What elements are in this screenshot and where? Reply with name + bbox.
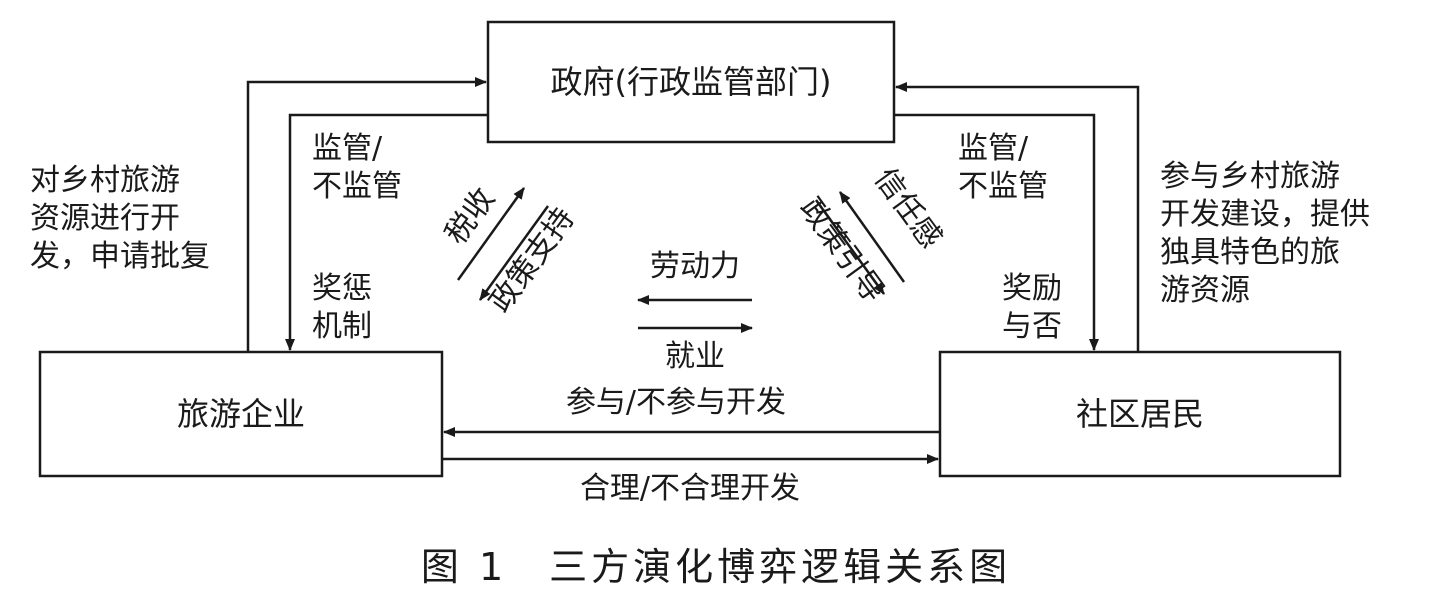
svg-text:参与乡村旅游: 参与乡村旅游 <box>1160 159 1340 194</box>
label-gov-supervision-left: 监管/ 不监管 <box>312 131 402 204</box>
arrow-government-to-residents <box>894 113 1099 351</box>
arrow-tax <box>456 187 526 281</box>
label-trust: 信任感 <box>867 162 948 255</box>
svg-text:资源进行开: 资源进行开 <box>30 201 180 236</box>
label-participation: 参与/不参与开发 <box>566 385 786 420</box>
label-employment: 就业 <box>665 339 725 374</box>
label-labor: 劳动力 <box>650 249 740 284</box>
label-policy-guidance: 政策引导 <box>792 192 891 310</box>
svg-text:奖励: 奖励 <box>1002 271 1062 306</box>
svg-text:发，申请批复: 发，申请批复 <box>30 239 210 274</box>
government-label: 政府(行政监管部门) <box>551 63 832 101</box>
label-reward-or-not: 奖励 与否 <box>1002 271 1062 344</box>
svg-text:不监管: 不监管 <box>312 169 402 204</box>
label-reward-punishment: 奖惩 机制 <box>312 271 372 344</box>
arrow-government-to-enterprise <box>285 113 488 351</box>
svg-text:对乡村旅游: 对乡村旅游 <box>30 163 180 198</box>
label-enterprise-to-government: 对乡村旅游 资源进行开 发，申请批复 <box>30 163 210 274</box>
svg-text:与否: 与否 <box>1002 309 1062 344</box>
svg-text:游资源: 游资源 <box>1160 273 1250 308</box>
svg-text:独具特色的旅: 独具特色的旅 <box>1160 235 1340 270</box>
svg-text:开发建设，提供: 开发建设，提供 <box>1160 197 1370 232</box>
label-gov-supervision-right: 监管/ 不监管 <box>958 131 1048 204</box>
svg-text:监管/: 监管/ <box>312 131 383 166</box>
arrow-policy-guidance <box>814 199 886 295</box>
svg-text:不监管: 不监管 <box>958 169 1048 204</box>
label-policy-support: 政策支持 <box>483 202 582 320</box>
figure-caption: 图 1 三方演化博弈逻辑关系图 <box>421 545 1011 589</box>
label-tax: 税收 <box>439 182 503 251</box>
residents-label: 社区居民 <box>1076 395 1204 433</box>
government-node: 政府(行政监管部门) <box>486 20 896 144</box>
arrow-enterprise-to-government <box>246 77 487 352</box>
svg-text:监管/: 监管/ <box>958 131 1029 166</box>
arrow-residents-to-government <box>895 82 1140 352</box>
label-residents-to-government: 参与乡村旅游 开发建设，提供 独具特色的旅 游资源 <box>1160 159 1370 308</box>
arrow-trust <box>838 191 906 283</box>
residents-node: 社区居民 <box>938 350 1342 478</box>
enterprise-node: 旅游企业 <box>38 350 444 478</box>
arrow-policy-support <box>478 205 550 301</box>
enterprise-label: 旅游企业 <box>177 395 305 433</box>
label-development: 合理/不合理开发 <box>580 471 800 506</box>
svg-text:奖惩: 奖惩 <box>312 271 372 306</box>
svg-text:机制: 机制 <box>312 309 372 344</box>
